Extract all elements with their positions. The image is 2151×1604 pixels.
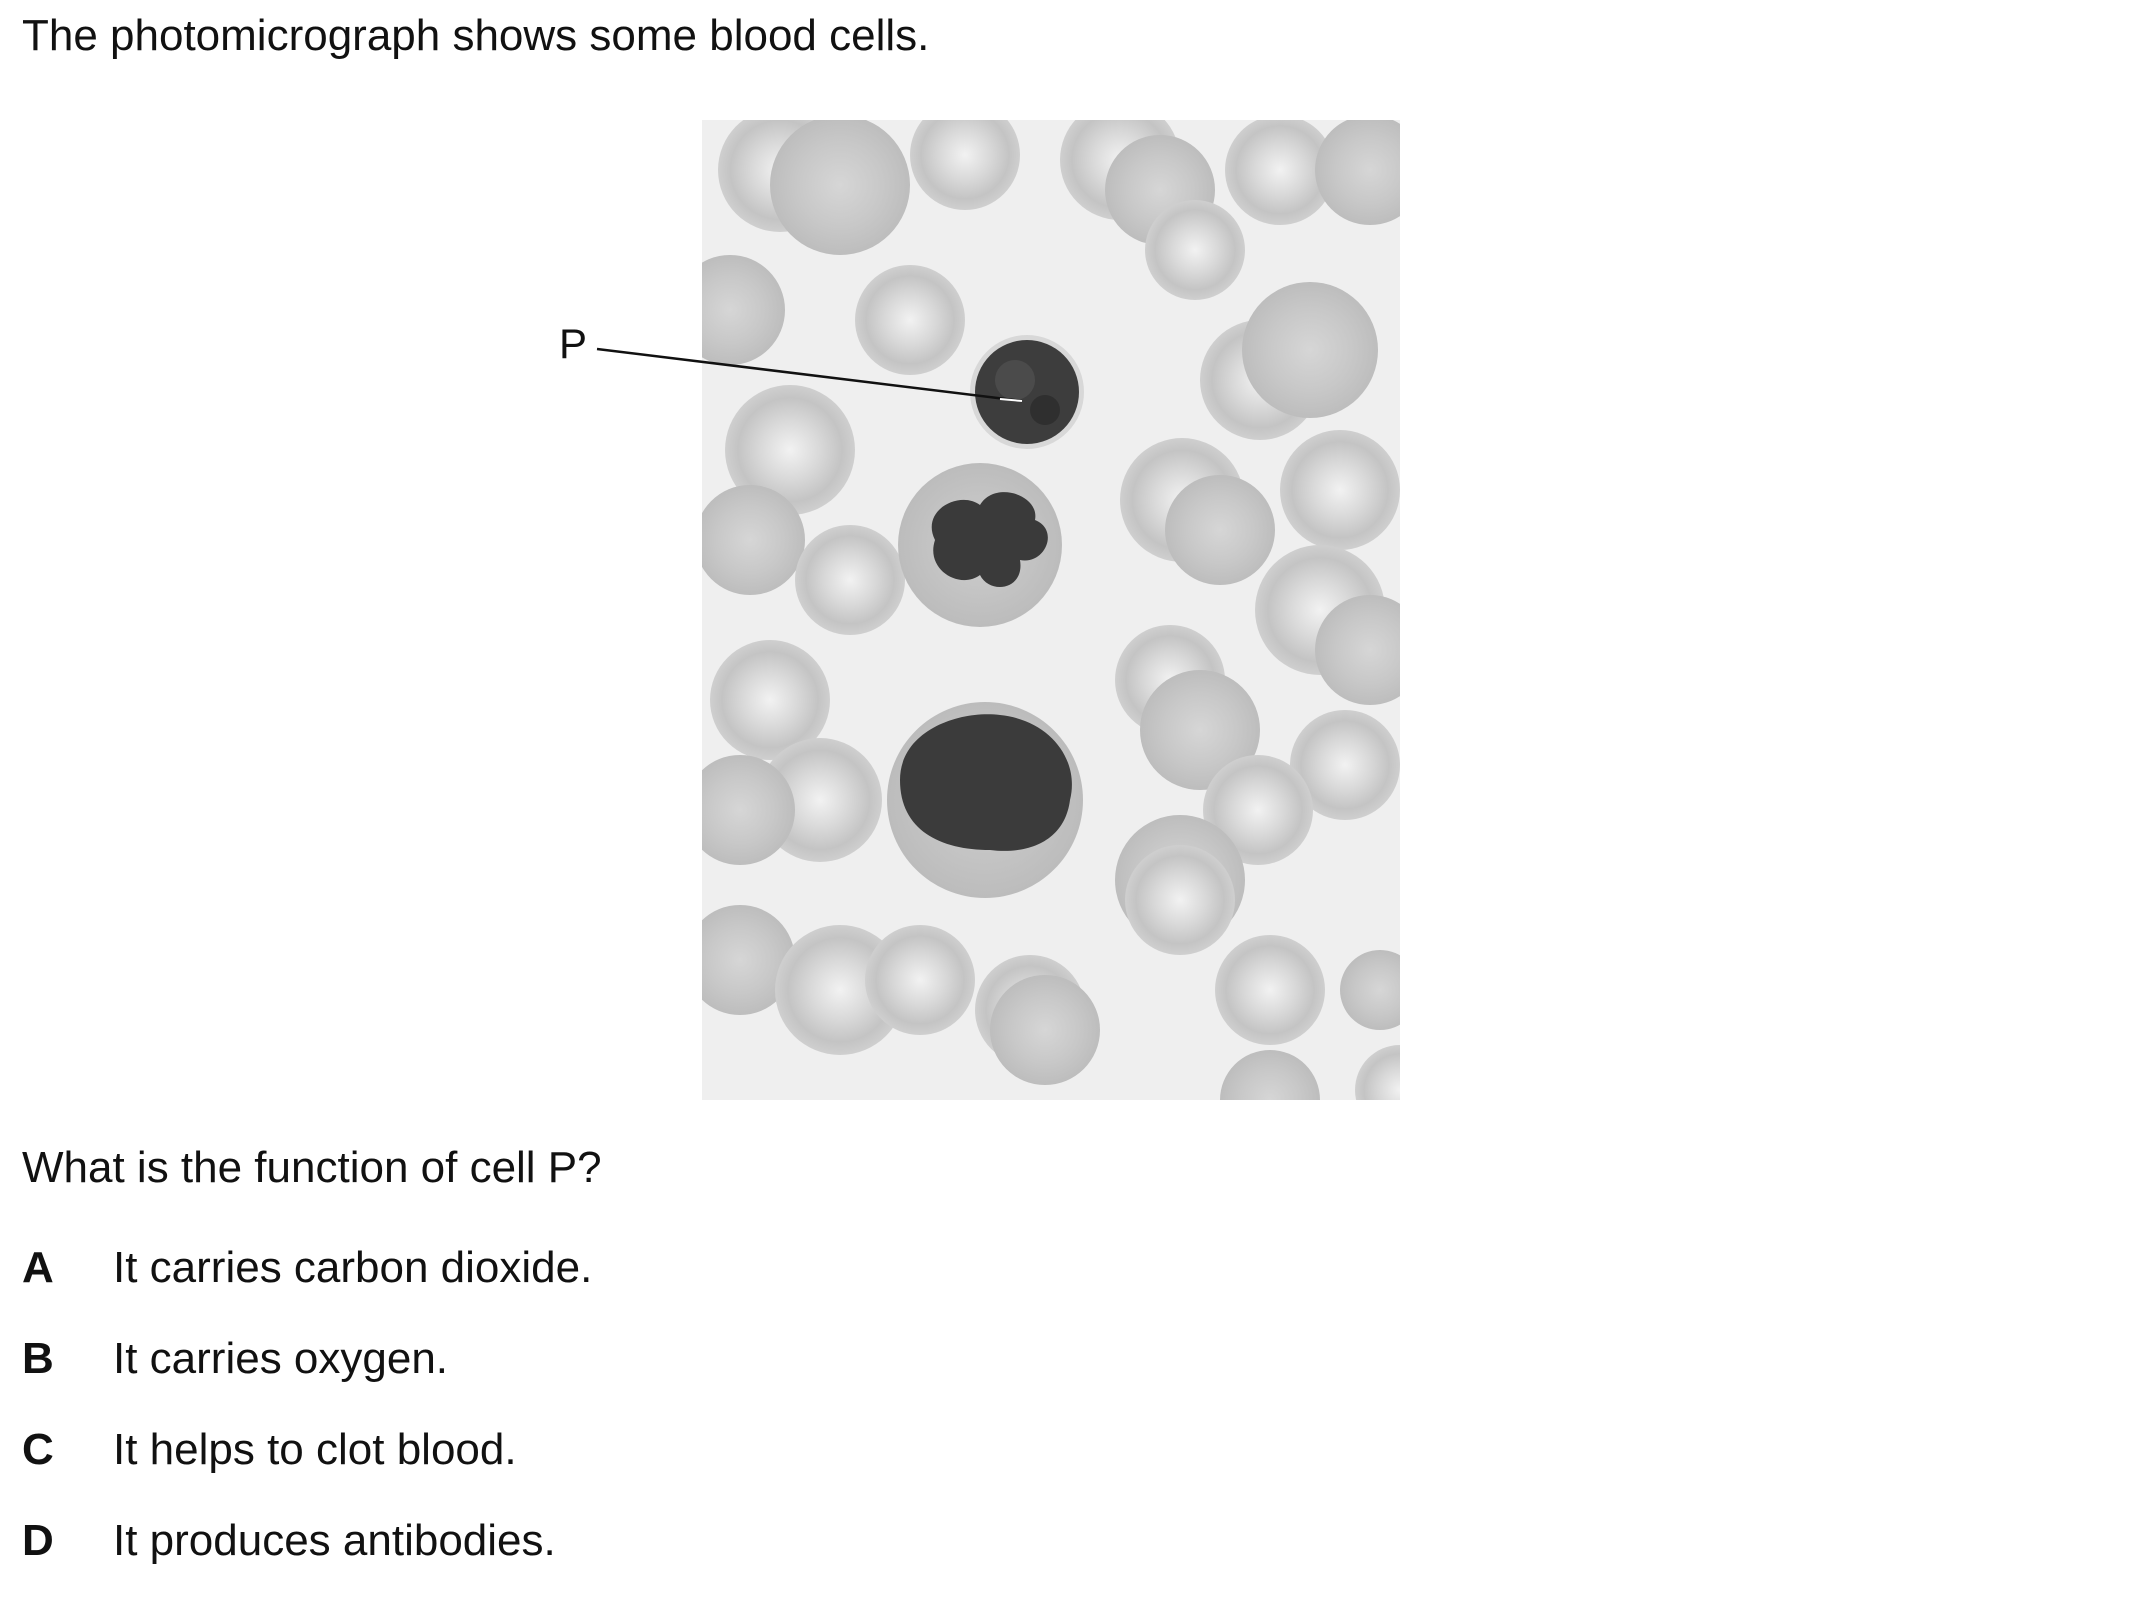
option-text: It produces antibodies. [113, 1516, 556, 1565]
question-stem: The photomicrograph shows some blood cel… [22, 11, 930, 60]
red-blood-cells [702, 120, 1400, 1100]
neutrophil [898, 463, 1062, 627]
cell-p-label: P [559, 320, 588, 367]
option-letter: A [22, 1243, 54, 1292]
option-letter: B [22, 1334, 54, 1383]
photomicrograph-image [702, 120, 1400, 1100]
cell-p-lymphocyte [970, 335, 1084, 449]
option-letter: D [22, 1516, 54, 1565]
question-text: What is the function of cell P? [22, 1143, 602, 1192]
monocyte [887, 702, 1083, 898]
option-letter: C [22, 1425, 54, 1474]
option-text: It helps to clot blood. [113, 1425, 517, 1474]
option-text: It carries carbon dioxide. [113, 1243, 593, 1292]
blood-cells-photomicrograph [540, 110, 1400, 1100]
option-text: It carries oxygen. [113, 1334, 449, 1383]
